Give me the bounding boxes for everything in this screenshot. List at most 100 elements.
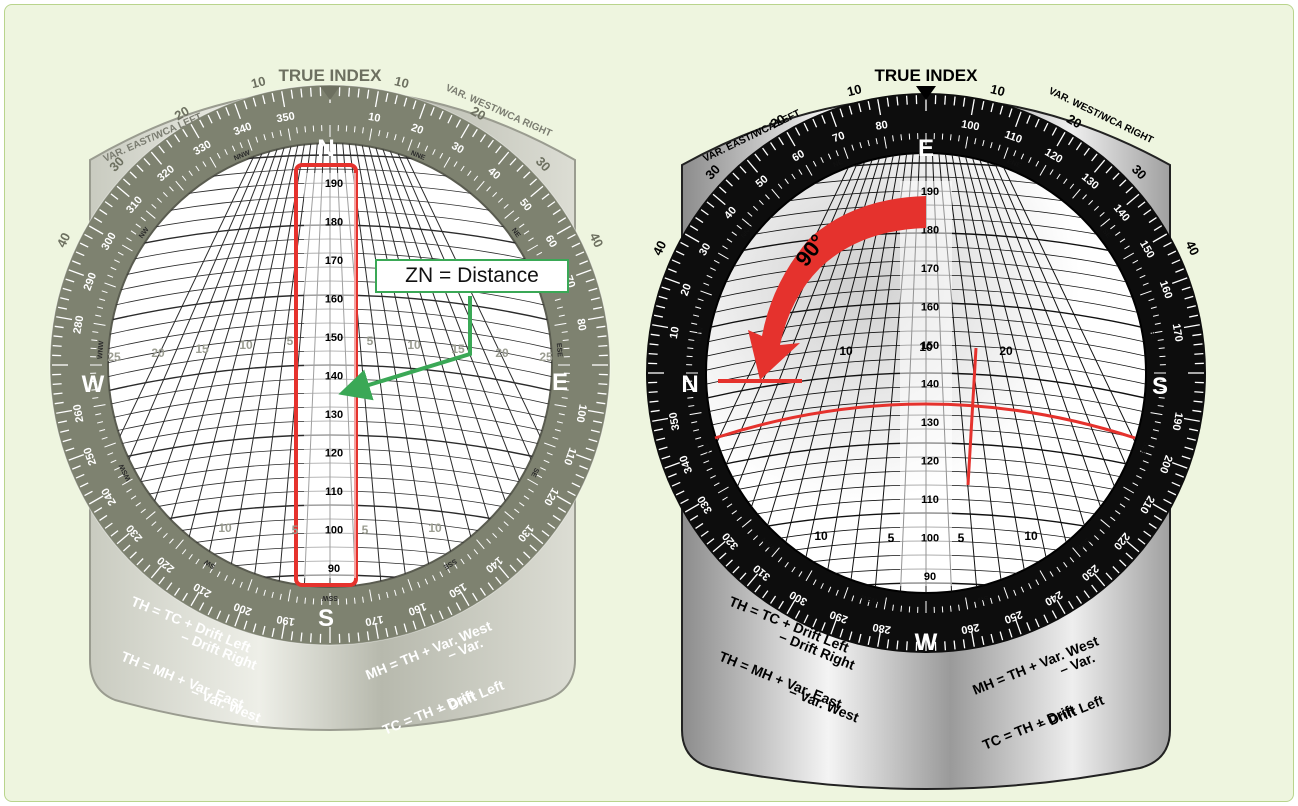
ring-tick: [190, 591, 200, 607]
ring-tick: [1152, 429, 1159, 432]
ring-tick: [84, 490, 93, 497]
ring-tick: [557, 217, 567, 224]
ring-tick: [598, 344, 608, 347]
ring-tick: [1039, 570, 1047, 582]
left-computer: 1020304050607080100110120130140150160170…: [49, 66, 611, 738]
speed-value: 150: [921, 340, 939, 352]
ring-tick: [1035, 579, 1040, 586]
ring-tick: [695, 217, 704, 224]
ring-tick: [455, 602, 462, 611]
ring-tick: [1142, 460, 1149, 464]
ring-tick: [706, 467, 713, 472]
ring-tick: [590, 429, 600, 433]
grid-radial: [108, 143, 265, 587]
ring-tick: [848, 631, 853, 641]
ring-tick: [1123, 486, 1135, 494]
ring-tick: [386, 132, 389, 139]
ring-tick: [784, 178, 789, 184]
speed-value: 100: [921, 533, 939, 545]
ring-tick: [195, 165, 200, 172]
ring-tick: [60, 297, 70, 301]
ring-tick: [821, 114, 826, 124]
ring-tick: [1020, 586, 1025, 593]
ring-tick: [867, 100, 871, 111]
ring-tick: [182, 592, 189, 602]
ring-tick: [271, 132, 274, 139]
top-scale-number: 20: [768, 111, 788, 131]
ring-tick: [104, 201, 113, 208]
ring-tick: [65, 447, 75, 452]
ring-tick: [554, 322, 567, 326]
drift-number: 5: [292, 523, 299, 537]
ring-tick: [290, 89, 294, 99]
ring-tick: [1171, 259, 1181, 265]
ring-tick: [1154, 322, 1161, 325]
ring-tick: [1119, 179, 1127, 187]
ring-tick: [650, 333, 660, 337]
ring-tick: [225, 614, 230, 624]
ring-tick: [1056, 566, 1061, 573]
ring-tick: [424, 145, 429, 152]
ring-tick: [401, 587, 405, 594]
grid-radial: [961, 153, 1083, 593]
ring-number: 20: [409, 122, 425, 137]
ring-tick: [1051, 127, 1058, 136]
ring-tick: [110, 193, 119, 200]
ring-tick: [598, 383, 608, 386]
ring-number: 70: [831, 130, 847, 145]
ring-tick: [798, 571, 803, 577]
ring-tick: [652, 324, 669, 329]
ring-tick: [877, 630, 882, 647]
ring-tick: [1139, 467, 1146, 472]
ring-number: 280: [71, 315, 86, 335]
ring-tick: [990, 597, 993, 604]
ring-tick: [247, 139, 253, 151]
top-scale-number: 10: [393, 73, 411, 91]
ring-tick: [366, 631, 370, 641]
ring-tick: [122, 544, 131, 552]
ring-tick: [394, 134, 397, 141]
ring-tick: [231, 145, 236, 152]
ring-tick: [516, 164, 524, 172]
speed-value: 170: [921, 263, 939, 275]
ring-tick: [129, 551, 137, 559]
ring-tick: [150, 151, 163, 165]
ring-tick: [56, 316, 73, 321]
ring-tick: [653, 428, 664, 432]
ring-tick: [1093, 535, 1099, 541]
ring-tick: [497, 151, 510, 165]
ring-tick: [732, 566, 740, 574]
ring-tick: [753, 535, 759, 541]
ring-tick: [62, 438, 72, 443]
ring-tick: [990, 103, 994, 113]
intercardinal-label: SE: [529, 466, 540, 478]
ring-tick: [765, 194, 770, 200]
ring-tick: [1056, 131, 1066, 147]
ring-tick: [467, 554, 472, 560]
ring-tick: [252, 97, 257, 107]
ring-tick: [262, 95, 266, 105]
ring-tick: [1072, 547, 1081, 558]
ring-number: 10: [367, 111, 381, 125]
top-scale-number: 10: [845, 81, 863, 99]
right-cardinal-n: N: [681, 371, 698, 398]
ring-tick: [953, 640, 956, 650]
ring-number: 200: [1157, 454, 1175, 475]
speed-value: 190: [921, 186, 939, 198]
ring-tick: [143, 157, 151, 166]
ring-tick: [158, 145, 165, 154]
ring-tick: [135, 502, 141, 507]
speed-value: 160: [921, 302, 939, 314]
grid-radial: [353, 143, 435, 587]
ring-tick: [556, 306, 563, 309]
top-scale-number: 10: [989, 81, 1007, 99]
ring-tick: [492, 192, 498, 198]
ring-tick: [883, 597, 887, 610]
drift-number: 25: [107, 350, 121, 364]
ring-tick: [296, 596, 298, 603]
ring-tick: [504, 210, 515, 219]
ring-tick: [649, 400, 659, 403]
top-scale-number: 10: [249, 73, 267, 91]
ring-tick: [243, 620, 248, 630]
speed-column-band: [900, 181, 952, 586]
